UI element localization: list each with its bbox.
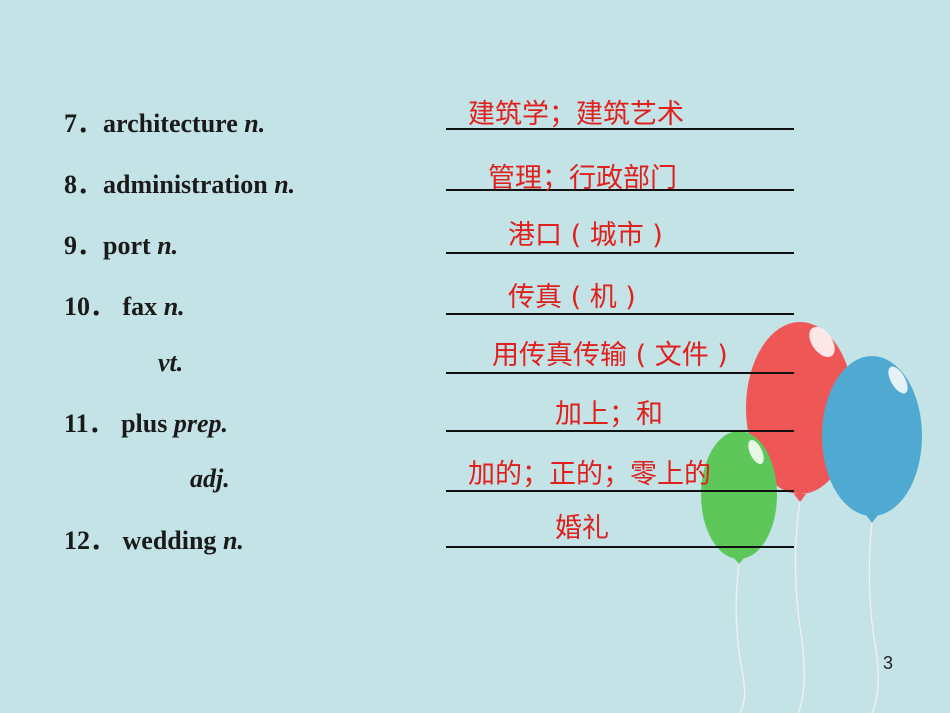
answer-text: 港口 ( 城市 ) [508, 220, 663, 251]
blue-balloon-string [868, 521, 879, 713]
vocab-item: 8．administration n. [64, 170, 296, 199]
answer-text: 用传真传输 ( 文件 ) [492, 340, 728, 371]
page-number: 3 [882, 653, 893, 673]
vocab-item: 7．architecture n. [64, 109, 266, 138]
part-of-speech: adj. [190, 464, 230, 493]
vocab-row-wedding: 12． wedding n. [0, 520, 950, 560]
answer-text: 婚礼 [555, 513, 609, 544]
answer-text: 传真 ( 机 ) [508, 282, 636, 313]
vocab-row-administration: 8．administration n. [0, 164, 950, 204]
answer-blank [446, 313, 794, 315]
vocab-row-architecture: 7．architecture n. [0, 103, 950, 143]
answer-blank [446, 189, 794, 191]
answer-text: 建筑学；建筑艺术 [468, 99, 684, 130]
vocab-row-plus-adj: adj. [0, 464, 950, 504]
answer-blank [446, 372, 794, 374]
answer-text: 管理；行政部门 [488, 163, 677, 194]
answer-text: 加的；正的；零上的 [468, 459, 711, 490]
answer-text: 加上；和 [555, 399, 663, 430]
balloons-decoration [701, 322, 922, 713]
green-balloon-string [735, 561, 746, 713]
vocab-row-fax: 10． fax n. [0, 286, 950, 326]
red-balloon-string [794, 499, 805, 713]
vocab-row-plus: 11． plus prep. [0, 403, 950, 443]
answer-blank [446, 128, 794, 130]
blue-balloon [822, 356, 922, 523]
green-balloon [701, 431, 777, 564]
vocab-row-fax-vt: vt. [0, 348, 950, 388]
vocab-item: 9．port n. [64, 231, 179, 260]
vocab-item: 12． wedding n. [64, 526, 244, 555]
answer-blank [446, 430, 794, 432]
answer-blank [446, 252, 794, 254]
answer-blank [446, 546, 794, 548]
part-of-speech: vt. [158, 348, 184, 377]
vocab-item: 11． plus prep. [64, 409, 229, 438]
vocab-row-port: 9．port n. [0, 225, 950, 265]
answer-blank [446, 490, 794, 492]
vocab-item: 10． fax n. [64, 292, 185, 321]
